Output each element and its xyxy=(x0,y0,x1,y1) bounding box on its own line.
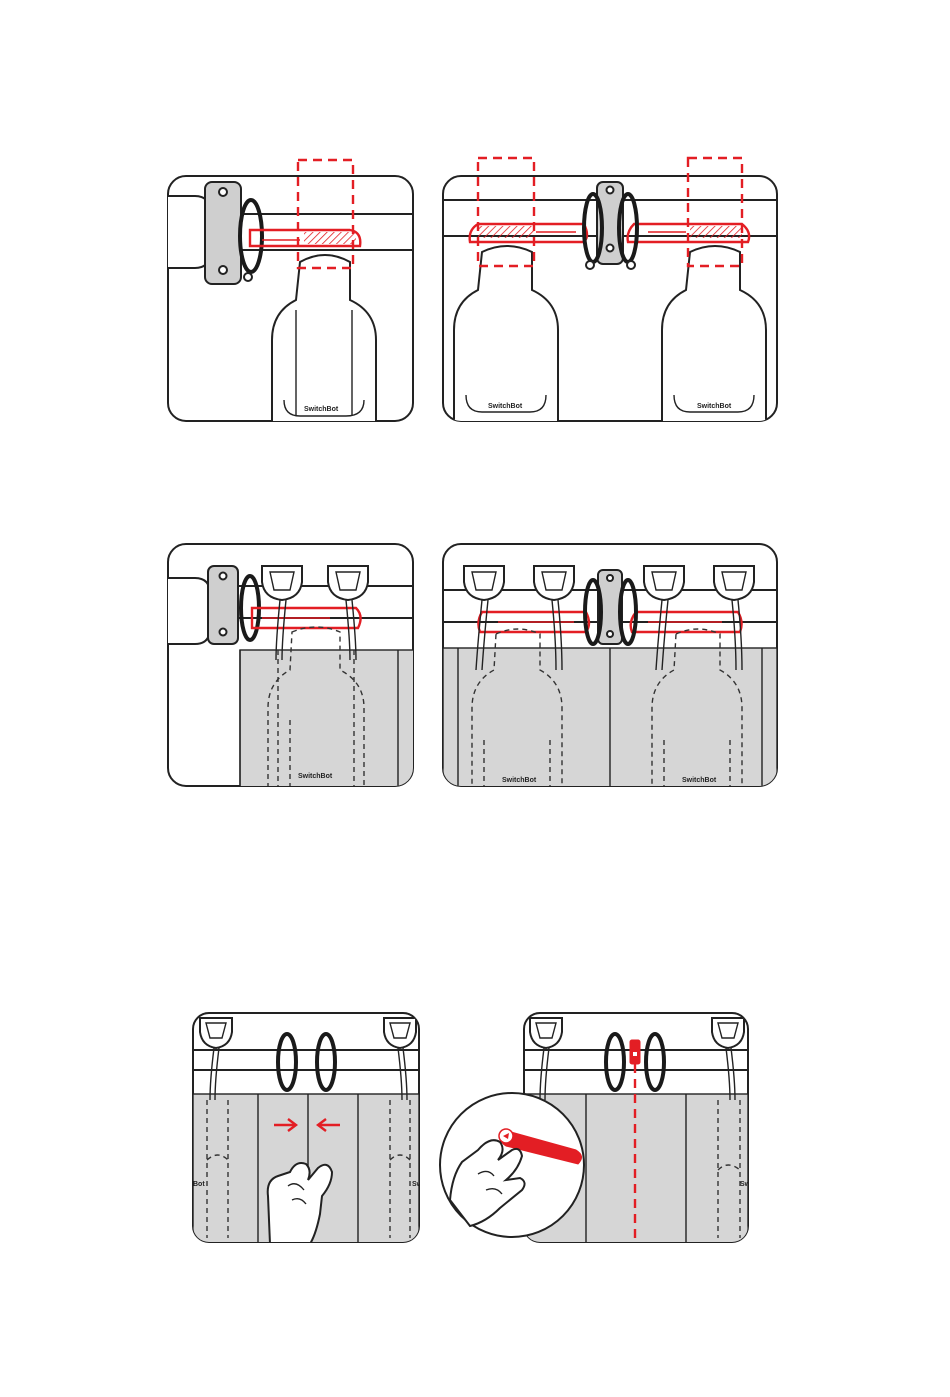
brand-fragment: Sw xyxy=(740,1181,751,1188)
panel-double-rod-install: SwitchBot SwitchBot xyxy=(443,158,777,430)
panel-single-rod-install: SwitchBot xyxy=(160,160,413,430)
zoom-detail-circle xyxy=(440,1093,584,1237)
panel-double-hook-curtain: SwitchBot SwitchBot xyxy=(443,544,777,790)
panel-single-hook-curtain: SwitchBot xyxy=(160,544,420,790)
brand-label: SwitchBot xyxy=(298,773,333,780)
brand-fragment: Bot xyxy=(193,1181,205,1188)
brand-label: SwitchBot xyxy=(502,777,537,784)
curtain-icon xyxy=(240,650,420,790)
brand-label: SwitchBot xyxy=(304,406,339,413)
brand-label: SwitchBot xyxy=(697,403,732,410)
brand-label: SwitchBot xyxy=(682,777,717,784)
panel-adhesive-magnet-strip: Sw xyxy=(440,1013,751,1244)
panel-close-curtain-gap: Bot Sw xyxy=(193,1013,423,1244)
brand-fragment: Sw xyxy=(412,1181,423,1188)
brand-label: SwitchBot xyxy=(488,403,523,410)
